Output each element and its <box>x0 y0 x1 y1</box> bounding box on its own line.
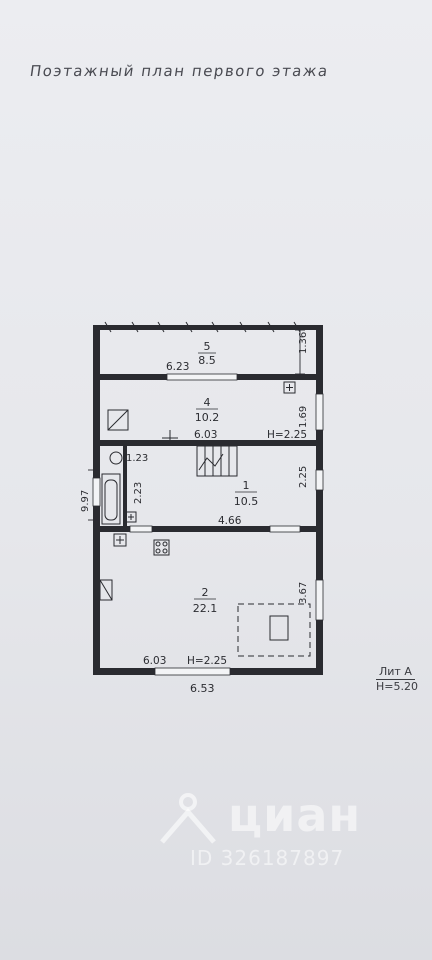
cian-logo-icon <box>160 793 216 844</box>
room-5-number: 5 <box>204 340 211 353</box>
lit-height: H=5.20 <box>376 680 418 693</box>
dim-bath-side: 2.23 <box>133 482 144 504</box>
dim-room2-side: 3.67 <box>298 582 309 604</box>
room-4-label: 4 10.2 <box>195 396 220 424</box>
room-1-label: 1 10.5 <box>234 479 259 508</box>
room-4-number: 4 <box>204 396 211 409</box>
watermark: циан ID 326187897 <box>156 780 396 890</box>
windows <box>92 373 324 676</box>
room-5-label: 5 8.5 <box>198 340 216 367</box>
dim-room4-height-note: H=2.25 <box>267 429 307 441</box>
room-2-area: 22.1 <box>193 602 218 615</box>
dim-room4-width: 6.03 <box>194 429 217 441</box>
dim-bath-top: 1.23 <box>126 453 148 464</box>
dim-total-width: 6.53 <box>190 682 215 695</box>
room-4-area: 10.2 <box>195 411 220 424</box>
dimension-lines <box>88 329 305 521</box>
staircase <box>196 445 238 477</box>
room-2-number: 2 <box>202 586 209 599</box>
room-2-label: 2 22.1 <box>193 586 218 615</box>
dim-room5-width: 6.23 <box>166 361 189 373</box>
lit-label: Лит А <box>376 665 415 680</box>
dim-room1-width: 4.66 <box>218 515 242 527</box>
dim-room1-side: 2.25 <box>298 466 309 488</box>
watermark-brand: циан <box>228 788 362 842</box>
dim-room2-height-note: H=2.25 <box>187 655 227 667</box>
dim-room4-side: 1.69 <box>298 406 309 428</box>
fixtures <box>99 381 311 657</box>
dim-room5-height: 1.36 <box>298 332 309 354</box>
room-1-area: 10.5 <box>234 495 259 508</box>
watermark-id: ID 326187897 <box>190 846 345 870</box>
room-1-number: 1 <box>243 479 250 492</box>
dimension-labels: 6.23 1.36 6.03 H=2.25 1.69 4.66 2.25 1.2… <box>80 332 309 695</box>
dim-total-height: 9.97 <box>80 490 91 512</box>
top-wall-ticks <box>104 321 301 333</box>
room-5-area: 8.5 <box>198 354 216 367</box>
dim-room2-width: 6.03 <box>143 655 166 667</box>
lit-block: Лит А H=5.20 <box>376 665 418 694</box>
